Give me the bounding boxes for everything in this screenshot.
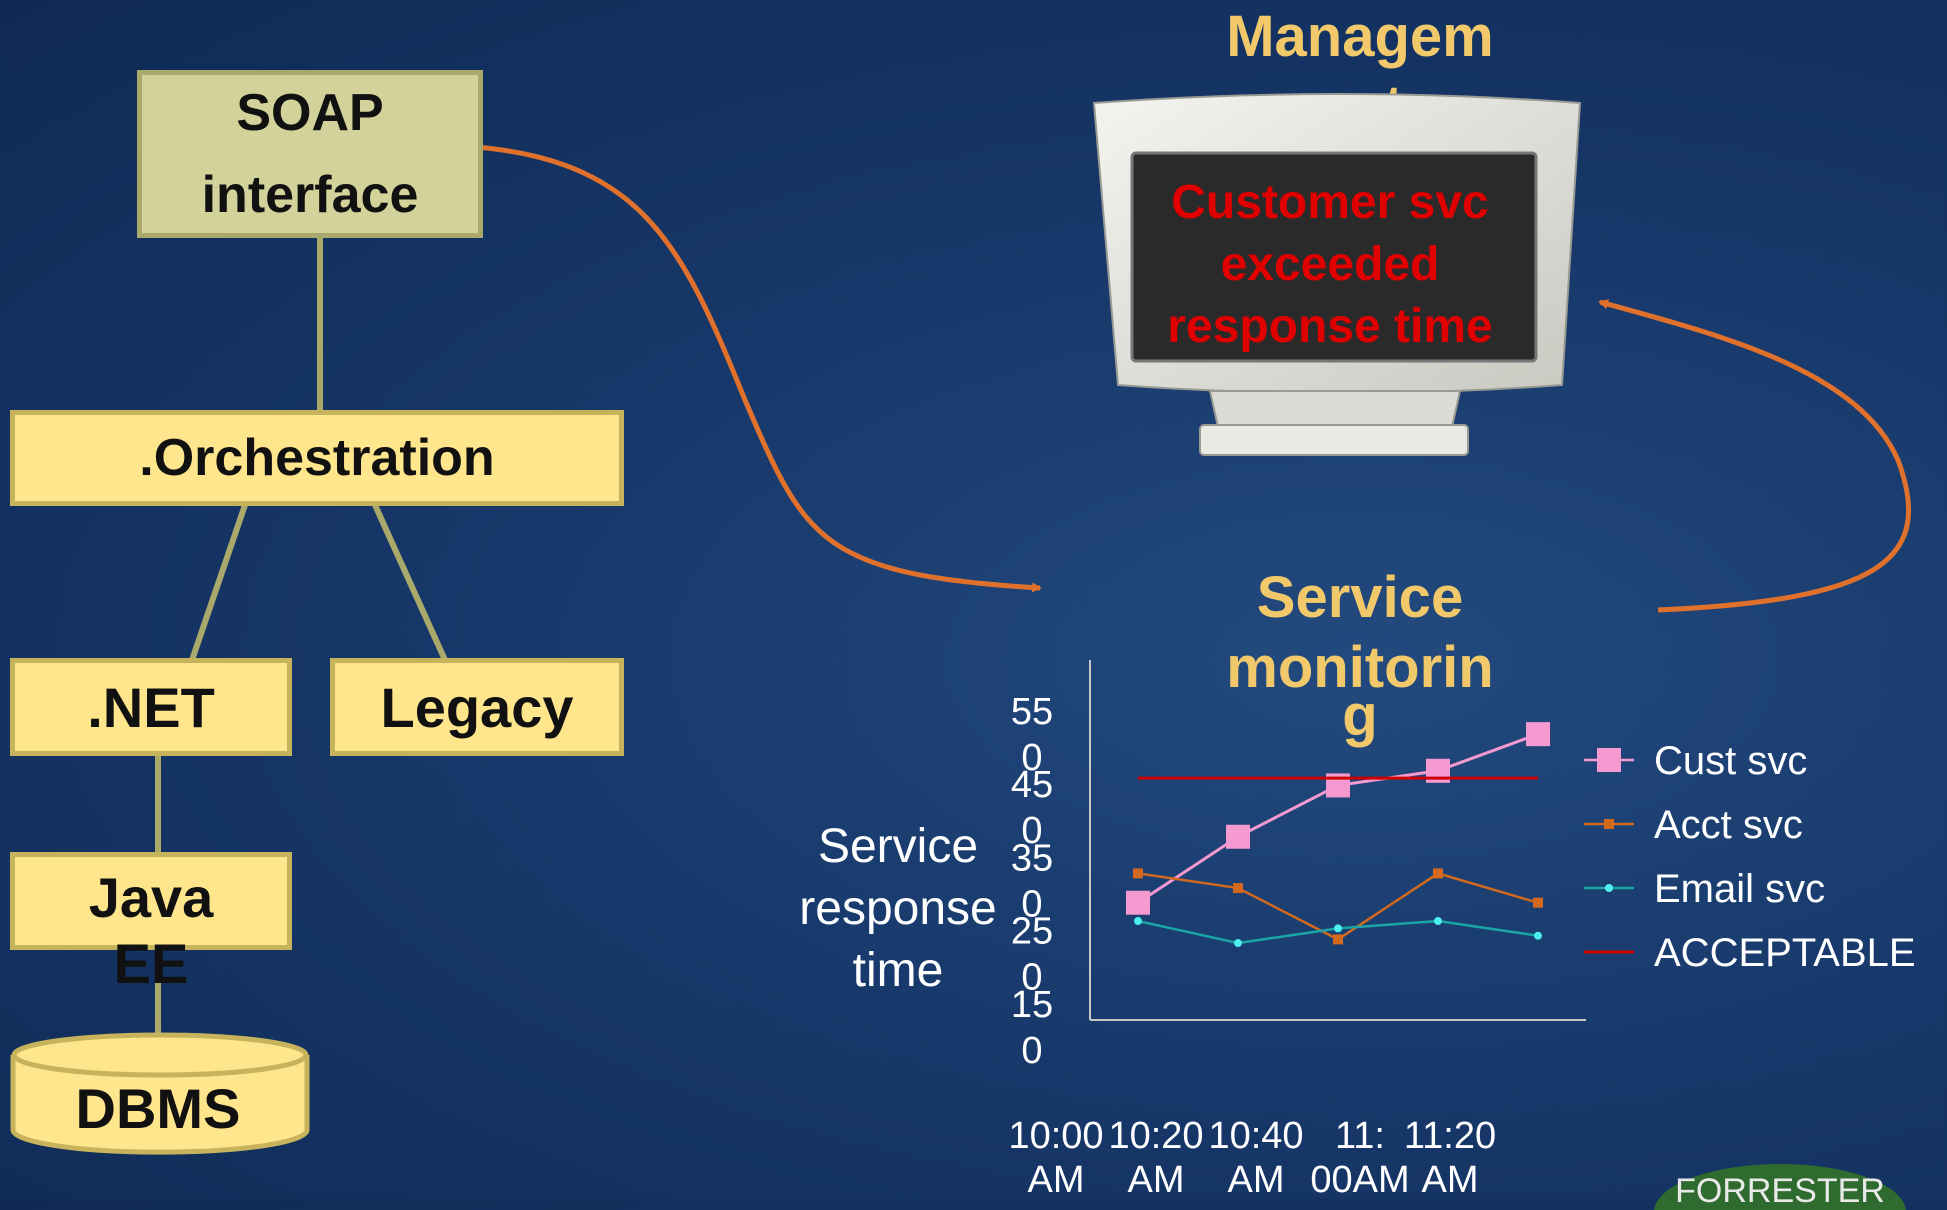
legacy-label: Legacy — [380, 675, 574, 739]
y-tick-label: 25 — [1011, 911, 1053, 953]
x-tick-label: 00AM — [1310, 1159, 1409, 1199]
data-point — [1234, 939, 1242, 948]
service-monitoring-title: Service monitorin g — [1200, 563, 1520, 751]
orchestration-label: .Orchestration — [139, 429, 495, 487]
y-tick-label: 45 — [1011, 764, 1053, 806]
y-tick-label: 15 — [1011, 984, 1053, 1026]
alert-line1: Customer svc — [1171, 176, 1489, 229]
data-point — [1526, 722, 1550, 747]
connector-orchestration-legacy — [372, 503, 448, 662]
soap-label-line1: SOAP — [236, 84, 384, 142]
dbms-cylinder: DBMS — [10, 1032, 310, 1155]
data-point — [1233, 883, 1243, 894]
dotnet-label: .NET — [87, 675, 215, 739]
x-tick-label: AM — [1422, 1159, 1479, 1199]
y-tick-label: 35 — [1011, 837, 1053, 879]
x-tick-label: 10:20 — [1108, 1115, 1203, 1157]
data-point — [1334, 924, 1342, 933]
data-point — [1134, 917, 1142, 926]
x-tick-label: AM — [1028, 1159, 1085, 1199]
y-tick-label: 0 — [1021, 1030, 1042, 1072]
orchestration-box: .Orchestration — [10, 410, 624, 506]
series-line-0 — [1137, 732, 1539, 904]
java-ee-box: Java EE — [10, 852, 292, 995]
y-axis-label: time — [853, 944, 944, 997]
x-tick-label: AM — [1228, 1159, 1285, 1199]
y-axis-label: response — [799, 882, 996, 935]
data-point — [1433, 868, 1443, 879]
monitor-icon — [1092, 93, 1582, 456]
data-point — [1533, 897, 1543, 908]
data-point — [1534, 931, 1542, 940]
x-tick-label: 10:00 — [1008, 1115, 1103, 1157]
dotnet-box: .NET — [10, 658, 292, 756]
monitoring-title-line3: g — [1342, 683, 1378, 748]
legend-marker — [1604, 819, 1614, 829]
monitoring-title-line2: monitorin — [1226, 635, 1494, 700]
y-tick-label: 0 — [1021, 810, 1042, 852]
data-point — [1133, 868, 1143, 879]
soap-label-line2: interface — [201, 166, 419, 224]
management-title-line1: Managem — [1226, 4, 1494, 69]
connector-orchestration-dotnet — [189, 504, 248, 661]
java-label-line1: Java — [88, 866, 214, 929]
y-tick-label: 0 — [1021, 737, 1042, 779]
data-point — [1333, 934, 1343, 945]
y-tick-label: 0 — [1021, 957, 1042, 999]
arrow-soap-to-monitoring — [439, 142, 1042, 593]
data-point — [1226, 824, 1250, 849]
legend-label: ACCEPTABLE — [1654, 931, 1916, 975]
forrester-logo: FORRESTER — [1654, 1164, 1906, 1210]
legacy-box: Legacy — [330, 658, 624, 756]
soap-interface-box: SOAP interface — [137, 70, 483, 238]
legend-label: Email svc — [1654, 867, 1825, 911]
dbms-label: DBMS — [76, 1077, 241, 1140]
monitor-alert-text: Customer svc exceeded response time — [1140, 172, 1520, 358]
legend-label: Acct svc — [1654, 803, 1803, 847]
x-tick-label: AM — [1128, 1159, 1185, 1199]
y-axis-label: Service — [818, 820, 978, 873]
legend-label: Cust svc — [1654, 739, 1807, 783]
forrester-logo-text: FORRESTER — [1675, 1172, 1885, 1210]
x-tick-label: 11: — [1335, 1115, 1385, 1157]
y-tick-label: 0 — [1021, 883, 1042, 925]
x-tick-label: 11:20 — [1404, 1115, 1496, 1157]
y-tick-label: 55 — [1011, 691, 1053, 733]
java-label-line2: EE — [113, 932, 189, 995]
alert-line2: exceeded — [1220, 238, 1440, 291]
arrow-monitoring-to-management — [1598, 299, 1912, 613]
data-point — [1434, 917, 1442, 926]
legend-marker — [1597, 748, 1621, 772]
x-tick-label: 10:40 — [1208, 1115, 1303, 1157]
monitoring-title-line1: Service — [1256, 565, 1464, 630]
data-point — [1126, 890, 1150, 915]
alert-line3: response time — [1167, 300, 1493, 353]
legend-marker — [1605, 884, 1613, 892]
